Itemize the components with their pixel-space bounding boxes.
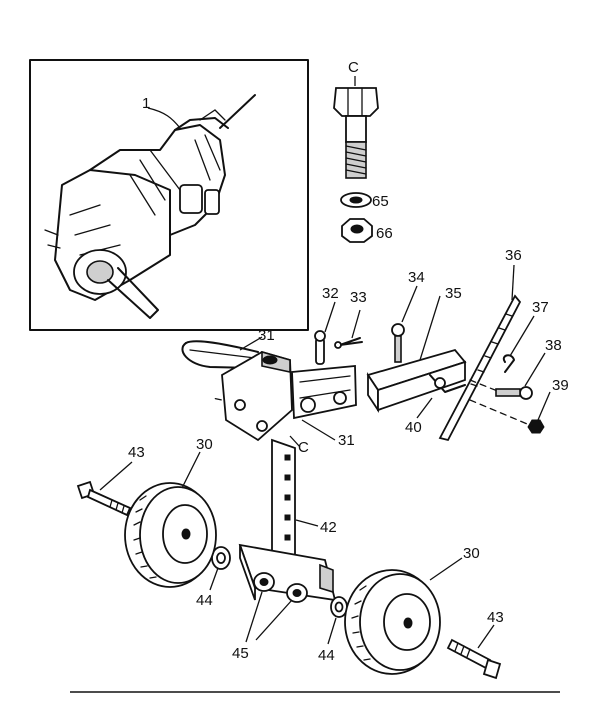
callout-66: 66: [376, 225, 393, 242]
callout-30-right: 30: [463, 545, 480, 562]
cotter-pin-33: [334, 337, 363, 349]
callout-c-mid: C: [298, 439, 309, 456]
callout-44-right: 44: [318, 647, 335, 664]
inset-frame: [29, 59, 309, 331]
callout-34: 34: [408, 269, 425, 286]
wheel-shaft-42: [271, 438, 296, 562]
washer-44-right: [330, 596, 348, 618]
callout-36: 36: [505, 247, 522, 264]
bearing-45-right: [286, 583, 308, 603]
callout-43-left: 43: [128, 444, 145, 461]
callout-35: 35: [445, 285, 462, 302]
wheel-30-right: [344, 569, 441, 675]
callout-1: 1: [142, 95, 150, 112]
depth-bar-bracket-35: [366, 348, 467, 413]
nut-39: [527, 419, 545, 434]
axle-bolt-43-left: [76, 480, 132, 517]
callout-30-left: 30: [196, 436, 213, 453]
callout-65: 65: [372, 193, 389, 210]
callout-33: 33: [350, 289, 367, 306]
callout-42: 42: [320, 519, 337, 536]
wheel-bracket-31: [221, 350, 357, 442]
leader-lines: [99, 76, 551, 649]
hitch-pin-31: [181, 340, 259, 369]
axle-bolt-43-right: [446, 638, 502, 680]
callout-45: 45: [232, 645, 249, 662]
bearing-45-left: [253, 572, 275, 592]
clevis-pin-32: [314, 330, 326, 365]
callout-44-left: 44: [196, 592, 213, 609]
transmission-assembly: [44, 94, 256, 319]
callout-31-mid: 31: [338, 432, 355, 449]
callout-37: 37: [532, 299, 549, 316]
callout-32: 32: [322, 285, 339, 302]
callout-40: 40: [405, 419, 422, 436]
bolt-38: [495, 386, 533, 400]
wheel-30-left: [124, 482, 217, 588]
callout-39: 39: [552, 377, 569, 394]
lock-washer-65: [340, 192, 372, 208]
callout-c-top: C: [348, 59, 359, 76]
bolt-c: [333, 87, 379, 179]
callout-43-right: 43: [487, 609, 504, 626]
callout-31-top: 31: [258, 327, 275, 344]
hex-nut-66: [341, 218, 373, 243]
callout-38: 38: [545, 337, 562, 354]
drag-stake-36: [438, 294, 522, 442]
bolt-34: [391, 323, 405, 363]
hairpin-37: [502, 354, 515, 373]
